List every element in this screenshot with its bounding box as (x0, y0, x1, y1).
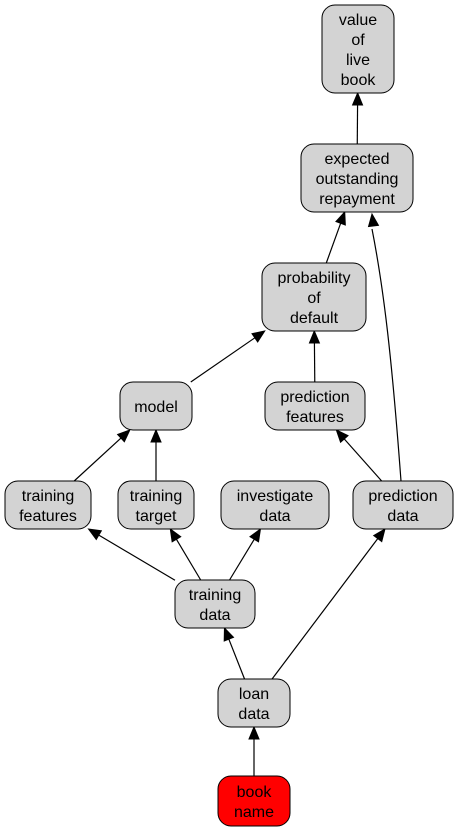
node-probability-of-default-label-line: probability (278, 270, 351, 287)
node-loan-data: loan data (217, 678, 291, 728)
node-value-of-live-book: value of live book (321, 4, 395, 94)
node-training-features-label-line: features (19, 508, 77, 525)
node-training-features-box (4, 480, 92, 530)
node-training-data-label-line: data (199, 607, 230, 624)
node-loan-data-box (217, 678, 291, 728)
edge-expected-outstanding-repayment-to-value-of-live-book-arrowhead (351, 91, 364, 106)
edge-loan-data-to-prediction-data-arrowhead (372, 527, 386, 543)
node-training-target-box (117, 480, 195, 530)
edge-model-to-probability-of-default (190, 337, 256, 383)
node-investigate-data-label-line: data (259, 508, 290, 525)
node-probability-of-default-label-line: of (307, 290, 321, 307)
node-expected-outstanding-repayment-label-line: repayment (319, 191, 395, 208)
node-probability-of-default: probability of default (261, 262, 367, 332)
edge-model-to-probability-of-default-arrowhead (251, 330, 266, 343)
edge-training-data-to-training-target-arrowhead (169, 527, 182, 543)
edge-probability-of-default-to-expected-outstanding-repayment (325, 223, 342, 264)
edge-prediction-data-to-expected-outstanding-repayment (371, 228, 402, 482)
edge-training-data-to-training-features-arrowhead (87, 528, 103, 541)
node-training-target-label-line: target (136, 508, 177, 525)
edge-prediction-features-to-probability-of-default-arrowhead (308, 329, 321, 344)
node-training-data: training data (174, 579, 256, 629)
node-prediction-data-box (352, 480, 454, 530)
nodes: value of live book expected outstanding repaym… (4, 4, 454, 827)
node-model-label-line: model (134, 399, 178, 416)
node-loan-data-label-line: data (238, 706, 269, 723)
node-investigate-data-label-line: investigate (237, 488, 314, 505)
node-value-of-live-book-label-line: live (346, 52, 370, 69)
node-prediction-data: prediction data (352, 480, 454, 530)
node-loan-data-label-line: loan (239, 686, 269, 703)
edge-training-data-to-training-target (175, 539, 202, 581)
node-investigate-data-box (220, 480, 330, 530)
node-expected-outstanding-repayment-box (300, 143, 414, 213)
edge-book-name-to-loan-data-arrowhead (248, 725, 260, 740)
edge-training-features-to-model (73, 437, 122, 482)
edges (73, 91, 402, 776)
edge-training-target-to-model-arrowhead (150, 428, 162, 443)
node-expected-outstanding-repayment-label-line: expected (325, 151, 390, 168)
node-training-features-label-line: training (22, 488, 74, 505)
edge-training-data-to-investigate-data (229, 538, 255, 581)
node-prediction-features-box (264, 381, 366, 431)
edge-training-data-to-training-features (98, 534, 176, 581)
node-prediction-data-label-line: data (387, 508, 418, 525)
node-value-of-live-book-label-line: value (339, 12, 377, 29)
node-training-target-label-line: training (130, 488, 182, 505)
node-probability-of-default-label-line: default (290, 310, 339, 327)
node-book-name-box (217, 775, 291, 827)
edge-loan-data-to-prediction-data (271, 538, 379, 680)
edge-prediction-data-to-prediction-features (343, 438, 383, 482)
edge-loan-data-to-training-data-arrowhead (223, 626, 235, 642)
node-probability-of-default-box (261, 262, 367, 332)
node-model: model (119, 381, 193, 431)
node-expected-outstanding-repayment: expected outstanding repayment (300, 143, 414, 213)
node-training-features: training features (4, 480, 92, 530)
node-prediction-features-label-line: features (286, 409, 344, 426)
edge-prediction-data-to-expected-outstanding-repayment-arrowhead (367, 212, 380, 228)
node-expected-outstanding-repayment-label-line: outstanding (316, 171, 399, 188)
node-prediction-features: prediction features (264, 381, 366, 431)
node-book-name-label-line: book (237, 784, 273, 801)
edge-training-data-to-investigate-data-arrowhead (249, 527, 262, 543)
node-training-data-label-line: training (189, 587, 241, 604)
node-investigate-data: investigate data (220, 480, 330, 530)
node-value-of-live-book-box (321, 4, 395, 94)
node-value-of-live-book-label-line: book (341, 72, 377, 89)
node-value-of-live-book-label-line: of (351, 32, 365, 49)
edge-probability-of-default-to-expected-outstanding-repayment-arrowhead (335, 210, 346, 226)
node-book-name-label-line: name (234, 804, 274, 821)
node-model-box (119, 381, 193, 431)
node-prediction-features-label-line: prediction (280, 389, 349, 406)
edge-loan-data-to-training-data (228, 638, 246, 680)
node-book-name: book name (217, 775, 291, 827)
node-training-target: training target (117, 480, 195, 530)
node-prediction-data-label-line: prediction (368, 488, 437, 505)
node-training-data-box (174, 579, 256, 629)
